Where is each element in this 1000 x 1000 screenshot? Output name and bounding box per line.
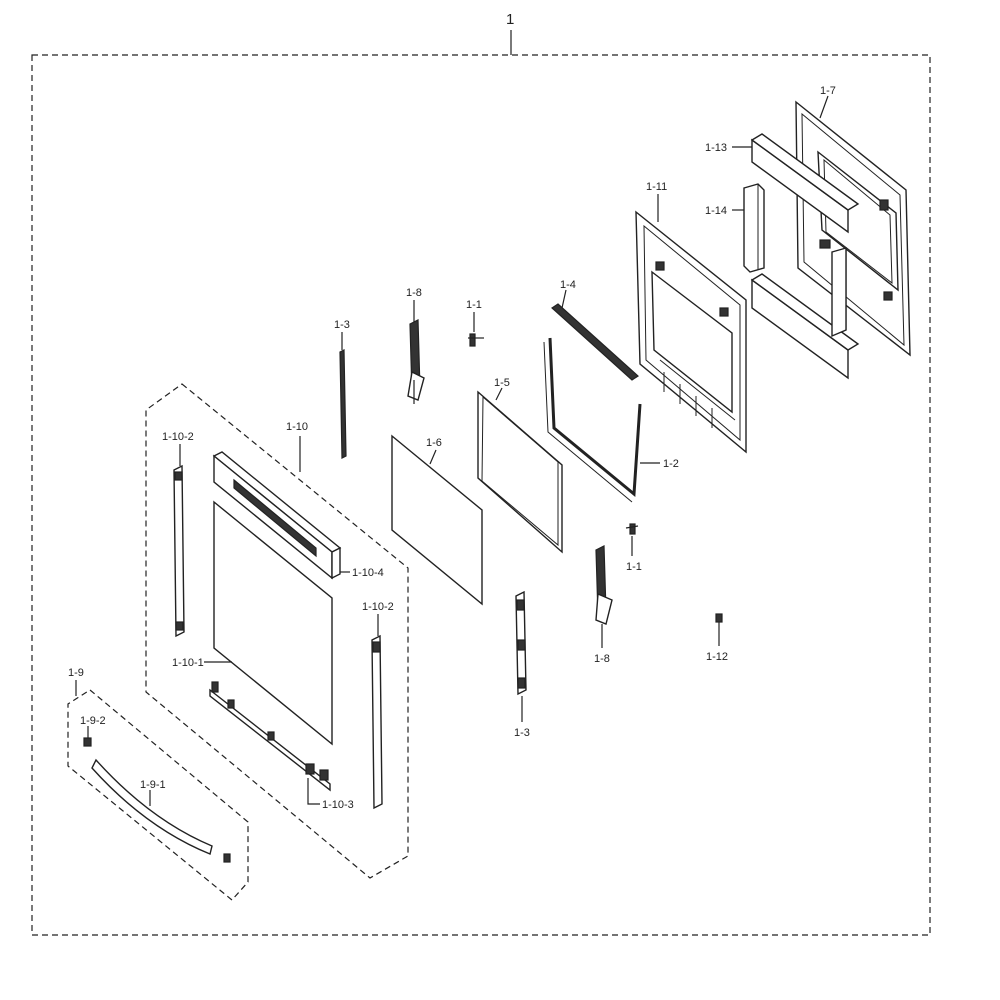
part-1-14-insulation-block: [743, 183, 765, 273]
part-1-8-hinge-top: [407, 319, 425, 404]
part-1-10-3-bottom-trim: [209, 681, 331, 792]
label-1-2: 1-2: [663, 458, 679, 470]
label-1-14: 1-14: [705, 205, 727, 217]
part-1-1-screw-top: [468, 333, 484, 347]
assembly-boundary: [31, 54, 931, 936]
label-1-3-top: 1-3: [334, 319, 350, 331]
part-1-13-insulation: [750, 133, 860, 380]
label-1-5: 1-5: [494, 377, 510, 389]
label-1-10: 1-10: [286, 421, 308, 433]
part-1-11-inner-panel: [635, 210, 747, 454]
label-1-7: 1-7: [820, 85, 836, 97]
part-1-6-glass: [391, 434, 483, 606]
part-1-1-screw-bottom: [625, 523, 639, 535]
part-1-10-4-top-trim: [212, 451, 342, 580]
label-1-9: 1-9: [68, 667, 84, 679]
label-1-11: 1-11: [646, 181, 667, 193]
part-1-5-glass: [477, 390, 563, 554]
label-1-9-2: 1-9-2: [80, 715, 106, 727]
subassembly-1-10-boundary: [145, 383, 409, 879]
label-1-1-top: 1-1: [466, 299, 482, 311]
subassembly-1-9-boundary: [67, 689, 249, 901]
label-1-1-bottom: 1-1: [626, 561, 642, 573]
label-1-10-4: 1-10-4: [352, 567, 384, 579]
part-1-9-2-end-cap: [83, 737, 92, 747]
label-1-10-3: 1-10-3: [322, 799, 354, 811]
label-1-6: 1-6: [426, 437, 442, 449]
label-1-9-1: 1-9-1: [140, 779, 166, 791]
label-assembly: 1: [506, 11, 514, 28]
part-1-4-seal: [551, 303, 639, 381]
label-1-10-2-right: 1-10-2: [362, 601, 394, 613]
label-1-13: 1-13: [705, 142, 727, 154]
label-1-8-top: 1-8: [406, 287, 422, 299]
label-1-8-bottom: 1-8: [594, 653, 610, 665]
label-1-10-1: 1-10-1: [172, 657, 204, 669]
part-1-3-trim-bottom: [515, 590, 527, 696]
part-1-12-screw: [715, 613, 723, 623]
part-1-10-1-outer-glass: [213, 500, 333, 746]
part-1-3-trim-top: [339, 349, 347, 459]
part-1-10-2-left-trim: [173, 464, 185, 638]
label-1-12: 1-12: [706, 651, 728, 663]
label-1-4: 1-4: [560, 279, 576, 291]
part-1-8-hinge-bottom: [595, 545, 613, 625]
label-1-10-2-left: 1-10-2: [162, 431, 194, 443]
part-1-10-2-right-trim: [371, 634, 383, 810]
label-1-3-bottom: 1-3: [514, 727, 530, 739]
part-1-2-bracket: [543, 337, 642, 503]
part-1-9-1-handle: [91, 758, 231, 863]
